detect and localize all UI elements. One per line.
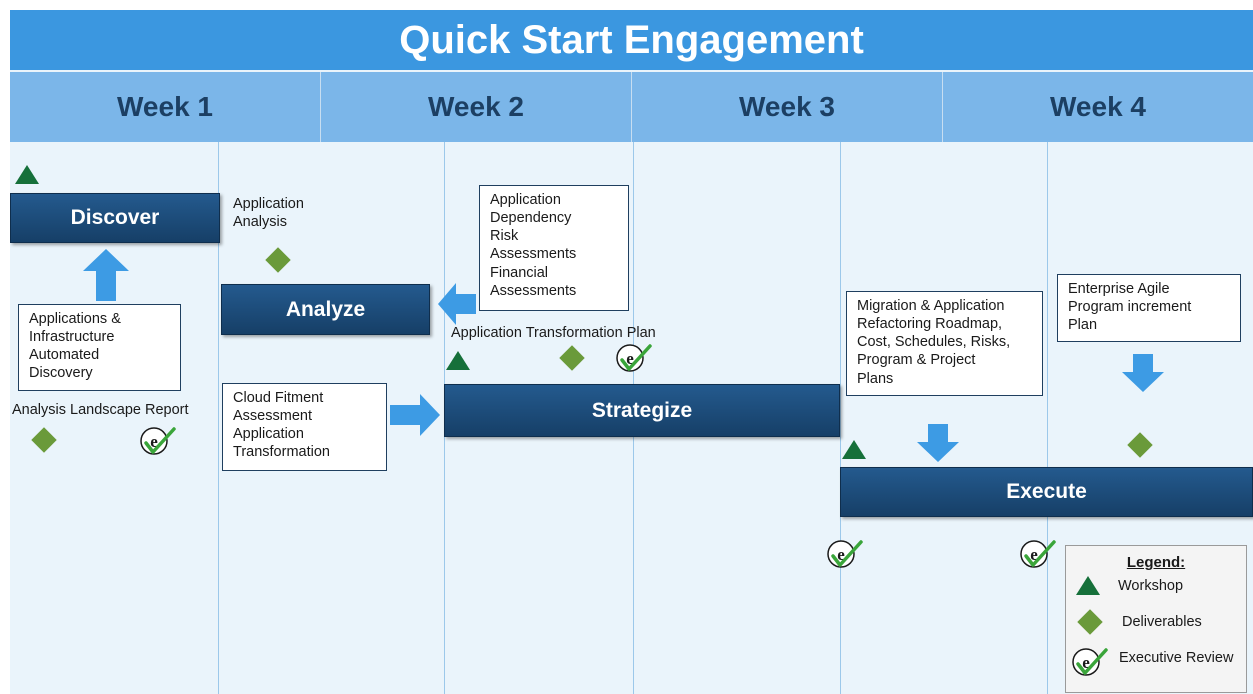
workshop-triangle-icon <box>15 165 39 184</box>
deliverable-diamond-icon <box>1127 432 1153 458</box>
analyze-phase-bar: Analyze <box>221 284 430 335</box>
legend-deliverables-label: Deliverables <box>1122 614 1202 630</box>
applications-discovery-box: Applications & Infrastructure Automated … <box>18 304 181 391</box>
executive-review-icon <box>1071 647 1108 677</box>
dependency-risk-box: Application Dependency Risk Assessments … <box>479 185 629 311</box>
week-4-header: Week 4 <box>1050 91 1146 122</box>
grid-line <box>218 142 219 694</box>
deliverable-diamond-icon <box>265 247 291 273</box>
legend-box: Legend: Workshop Deliverables Executive … <box>1065 545 1247 693</box>
workshop-triangle-icon <box>1076 576 1100 595</box>
week-header-row: Week 1 Week 2 Week 3 Week 4 <box>10 72 1253 142</box>
grid-line <box>1047 142 1048 694</box>
week-1-header: Week 1 <box>10 72 321 142</box>
executive-review-icon <box>139 426 176 456</box>
application-transformation-plan-label: Application Transformation Plan <box>451 325 656 341</box>
migration-roadmap-box: Migration & Application Refactoring Road… <box>846 291 1043 396</box>
diagram-frame: Quick Start Engagement Week 1 Week 2 Wee… <box>10 10 1253 694</box>
application-analysis-label: Application Analysis <box>233 196 304 231</box>
workshop-triangle-icon <box>446 351 470 370</box>
up-arrow-icon <box>83 249 129 301</box>
discover-phase-bar: Discover <box>10 193 220 243</box>
enterprise-agile-box: Enterprise Agile Program increment Plan <box>1057 274 1241 342</box>
week-3-header: Week 3 <box>632 72 943 142</box>
legend-executive-review-label: Executive Review <box>1119 650 1234 666</box>
grid-line <box>840 142 841 694</box>
legend-title: Legend: <box>1126 554 1186 571</box>
week-2-header: Week 2 <box>321 72 632 142</box>
down-arrow-icon <box>1122 354 1164 392</box>
legend-workshop-label: Workshop <box>1118 578 1184 594</box>
diagram-title: Quick Start Engagement <box>10 10 1253 70</box>
down-arrow-icon <box>917 424 959 462</box>
strategize-phase-bar: Strategize <box>444 384 840 437</box>
workshop-triangle-icon <box>842 440 866 459</box>
left-arrow-icon <box>438 283 476 325</box>
execute-phase-bar: Execute <box>840 467 1253 517</box>
cloud-fitment-box: Cloud Fitment Assessment Application Tra… <box>222 383 387 471</box>
analysis-landscape-report-label: Analysis Landscape Report <box>12 402 189 418</box>
deliverable-diamond-icon <box>31 427 57 453</box>
executive-review-icon <box>615 343 652 373</box>
executive-review-icon <box>1019 539 1056 569</box>
deliverable-diamond-icon <box>559 345 585 371</box>
right-arrow-icon <box>390 394 440 436</box>
executive-review-icon <box>826 539 863 569</box>
deliverable-diamond-icon <box>1077 609 1103 635</box>
